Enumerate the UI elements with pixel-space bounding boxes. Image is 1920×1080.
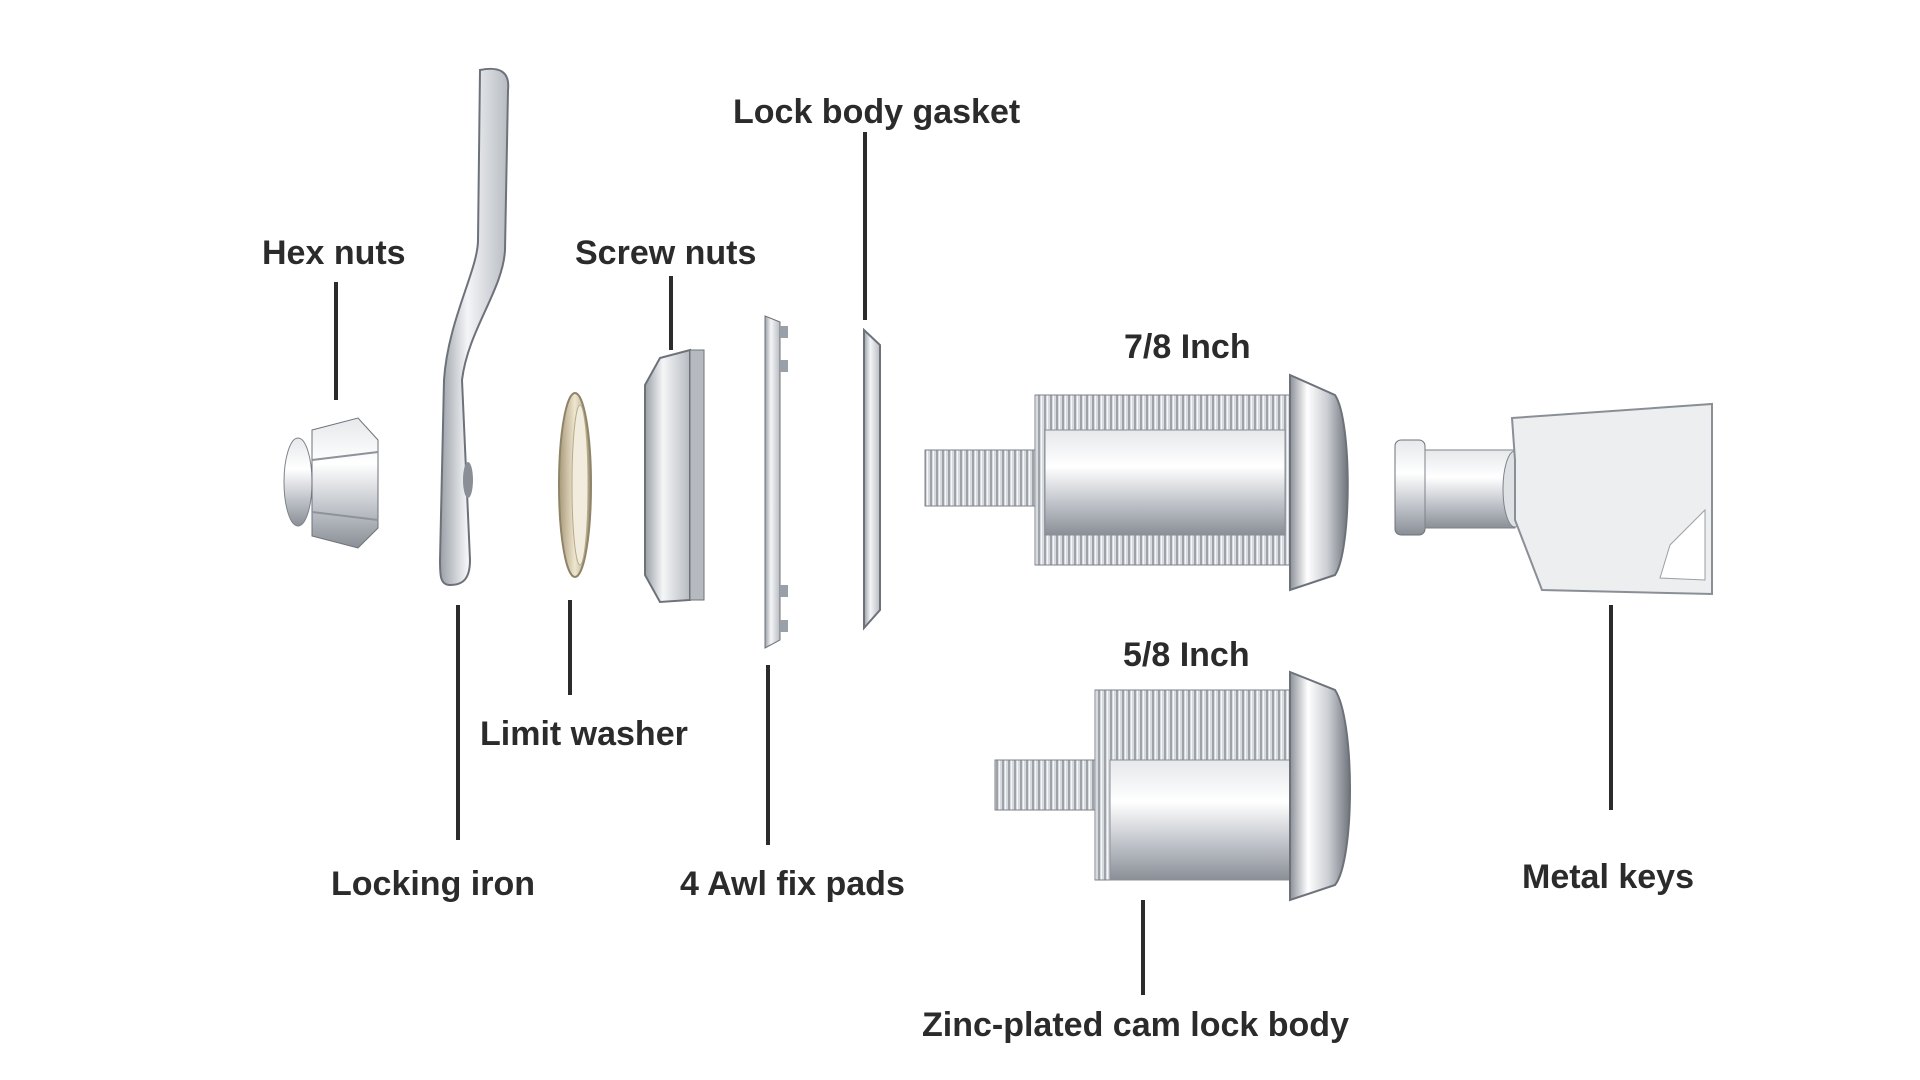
limit-washer-part — [558, 392, 592, 578]
cam-lock-body-large — [924, 373, 1349, 592]
leader-locking-iron — [456, 605, 460, 840]
leader-screw-nuts — [669, 276, 673, 350]
cam-lock-body-small — [994, 670, 1351, 902]
leader-hex-nuts — [334, 282, 338, 400]
metal-key-part — [1394, 402, 1713, 596]
label-size-small: 5/8 Inch — [1123, 636, 1250, 674]
label-size-large: 7/8 Inch — [1124, 328, 1251, 366]
leader-gasket — [863, 132, 867, 320]
screw-nut-part — [644, 348, 705, 604]
label-limit-washer: Limit washer — [480, 715, 688, 753]
lock-body-gasket-part — [863, 327, 881, 631]
label-hex-nuts: Hex nuts — [262, 234, 406, 272]
label-locking-iron: Locking iron — [331, 865, 535, 903]
leader-zinc-body — [1141, 900, 1145, 995]
awl-fix-pad-part — [764, 315, 788, 649]
label-lock-body-gasket: Lock body gasket — [733, 93, 1021, 131]
locking-iron-part — [438, 67, 510, 587]
leader-awl-fix-pads — [766, 665, 770, 845]
leader-metal-keys — [1609, 605, 1613, 810]
label-screw-nuts: Screw nuts — [575, 234, 757, 272]
leader-limit-washer — [568, 600, 572, 695]
label-awl-fix-pads: 4 Awl fix pads — [680, 865, 905, 903]
label-zinc-plated-body: Zinc-plated cam lock body — [922, 1006, 1349, 1044]
label-metal-keys: Metal keys — [1522, 858, 1694, 896]
hex-nut-part — [283, 417, 379, 549]
